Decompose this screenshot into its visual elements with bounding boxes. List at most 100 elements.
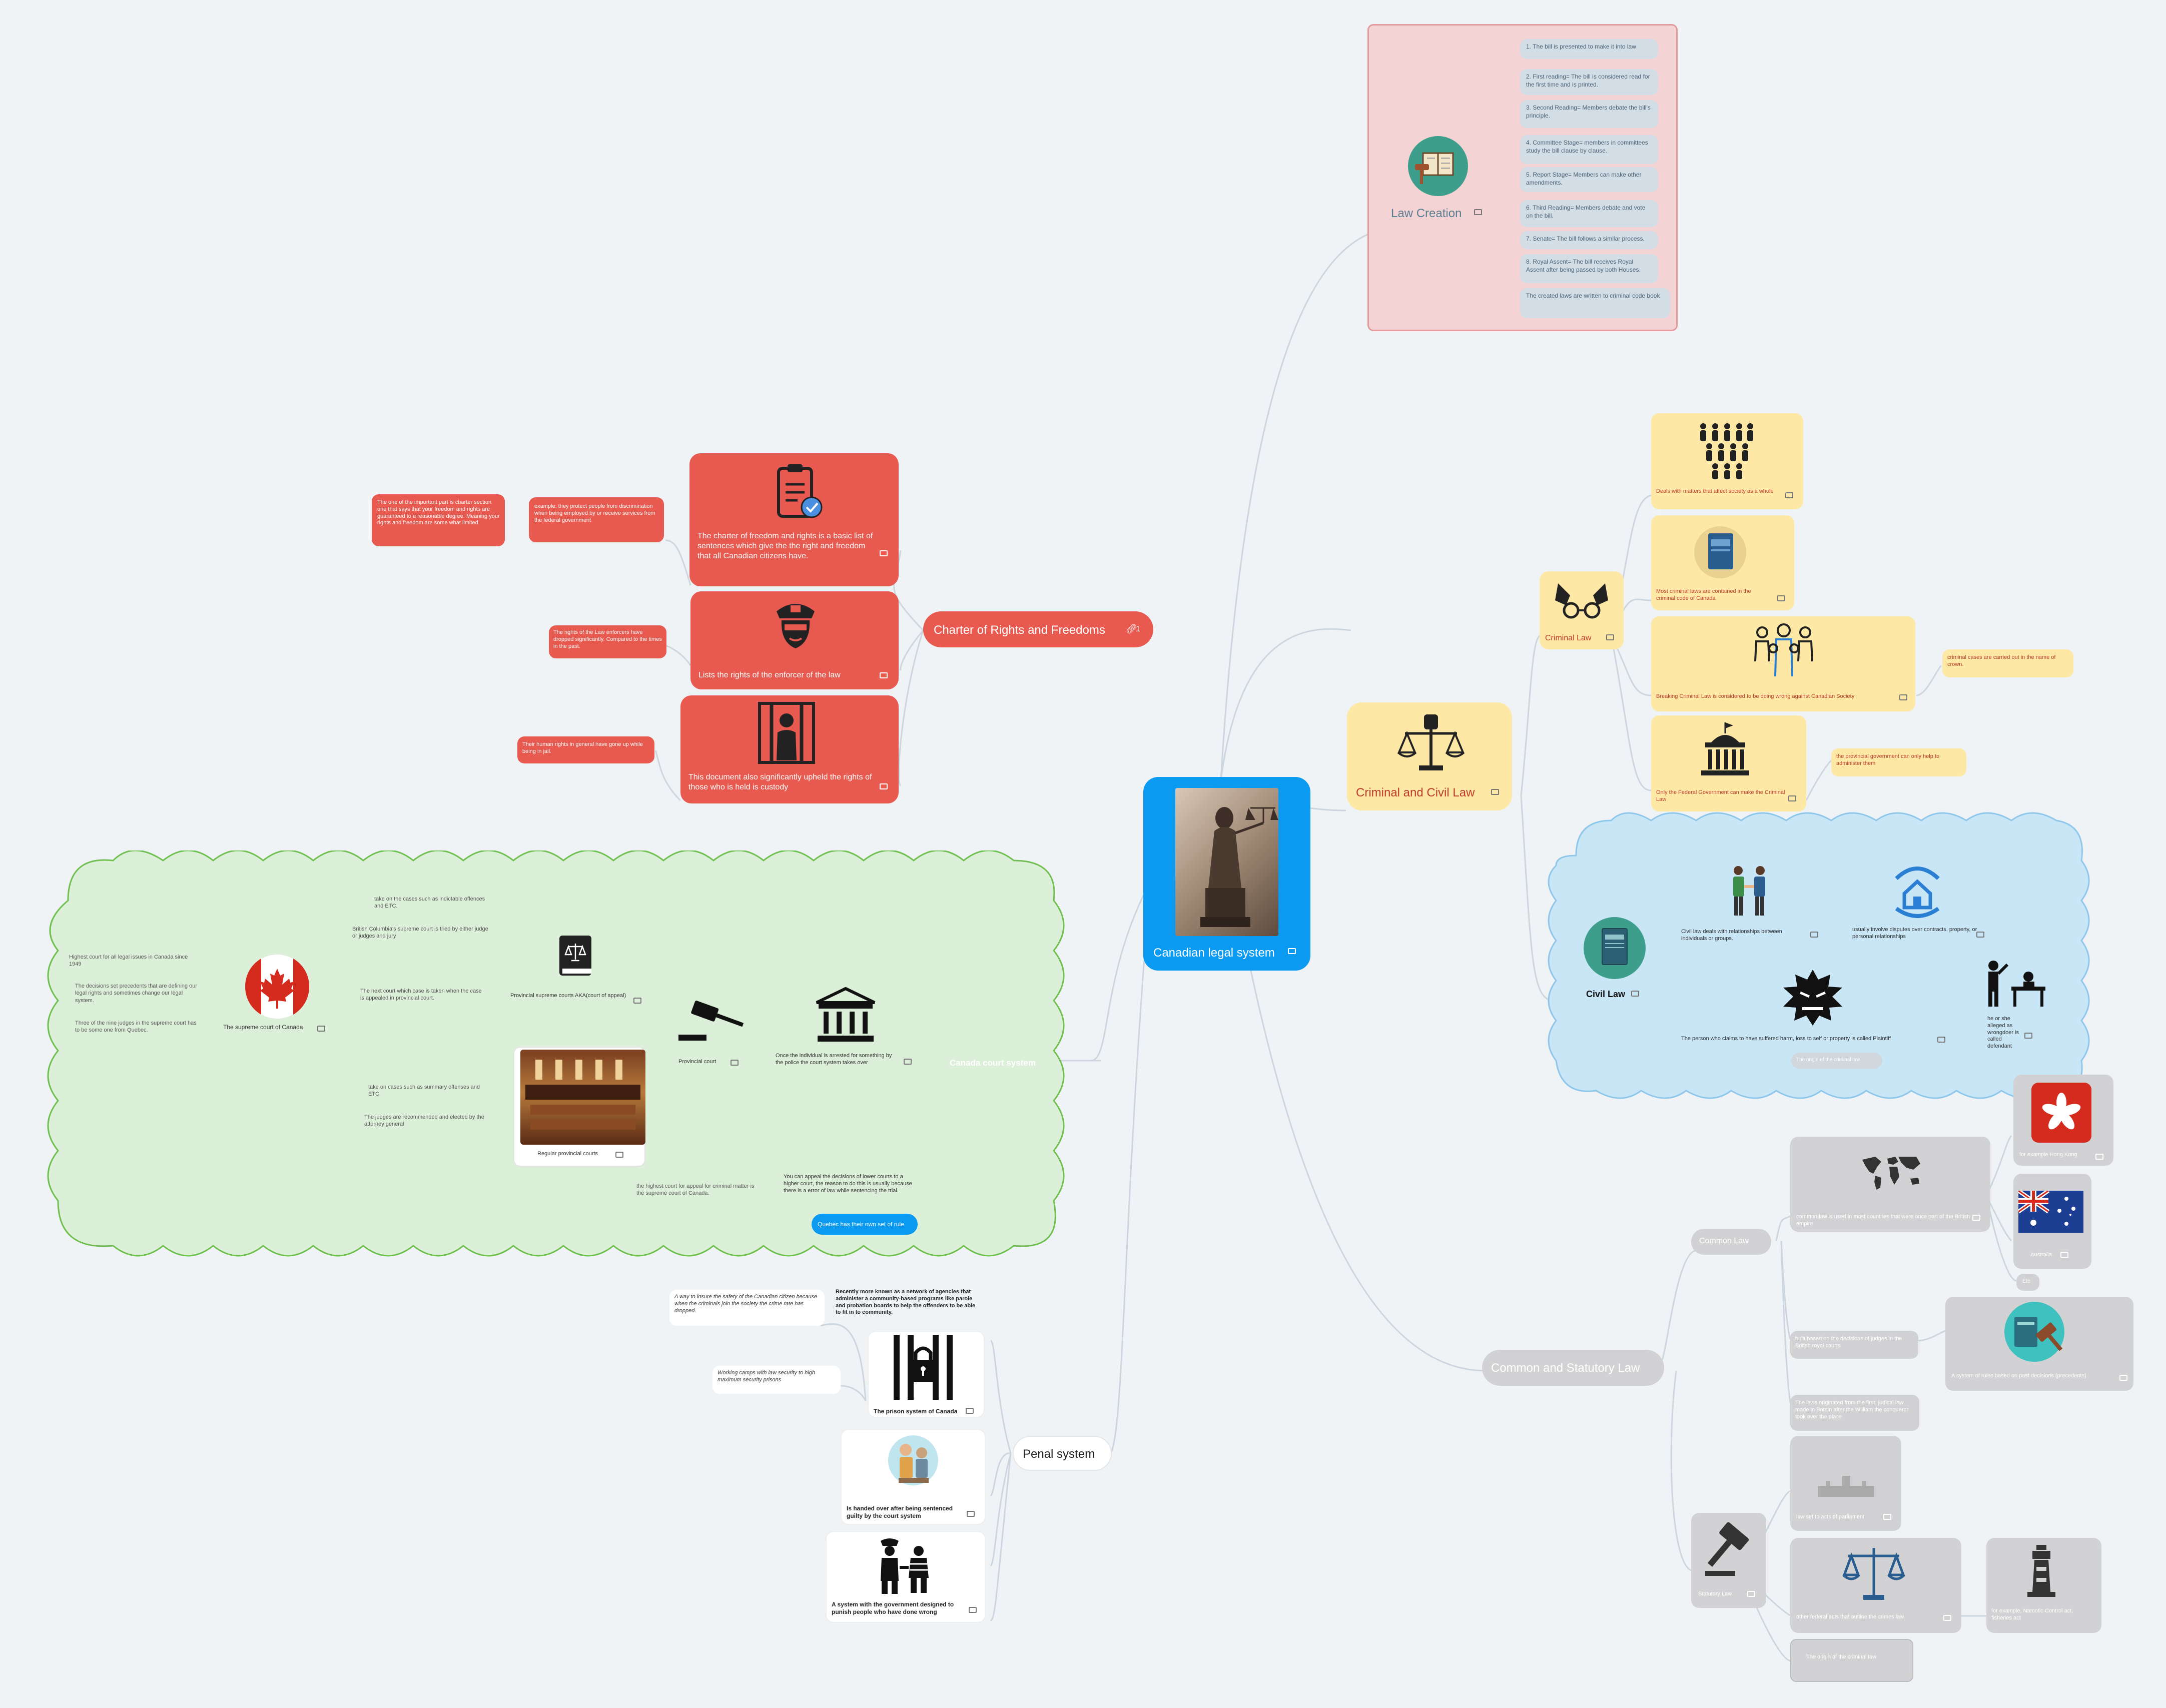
provincial-supreme-note-2: British Columbia's supreme court is trie… (352, 926, 488, 940)
provincial-supreme-note-1: take on the cases such as indictable off… (374, 896, 485, 910)
law-book-icon (1408, 136, 1468, 196)
image-icon (1883, 1514, 1891, 1520)
image-icon (1474, 209, 1482, 215)
link-icon: 🔗︎ (1126, 624, 1137, 634)
charter-node[interactable] (923, 611, 1153, 647)
image-icon (966, 1408, 974, 1414)
image-icon (880, 672, 888, 678)
civil-origin-chip[interactable] (1791, 1053, 1882, 1069)
canada-flag-icon (245, 955, 310, 1019)
law-creation-step: The created laws are written to criminal… (1520, 288, 1670, 318)
law-creation-step: 8. Royal Assent= The bill receives Royal… (1520, 254, 1658, 283)
image-icon (2060, 1252, 2068, 1258)
house-hands-icon (1895, 867, 1940, 918)
criminal-item-society-wrong (1651, 616, 1915, 711)
image-icon (1943, 1615, 1951, 1621)
lighthouse-icon (2027, 1545, 2055, 1597)
etc-text: Etc (2022, 1278, 2030, 1284)
common-origin-card (1790, 1395, 1919, 1431)
charter-title: Charter of Rights and Freedoms (934, 623, 1105, 637)
prison-note-3: Working camps with law security to high … (717, 1370, 816, 1383)
prisoner-guard-icon (888, 1435, 938, 1485)
criminal-item-society-text: Deals with matters that affect society a… (1656, 488, 1774, 494)
image-icon (1899, 694, 1907, 700)
courtroom-image (520, 1050, 645, 1145)
image-icon (1810, 932, 1818, 938)
image-icon (2024, 1033, 2032, 1039)
image-icon (1747, 1591, 1755, 1597)
charter-note-2 (372, 494, 505, 546)
criminal-province-note-text: the provincial government can only help … (1836, 753, 1940, 766)
common-law-title: Common Law (1699, 1237, 1749, 1245)
criminal-civil-title: Criminal and Civil Law (1356, 786, 1475, 799)
criminal-crown-note (1942, 649, 2073, 677)
parliament-icon (1818, 1476, 1874, 1497)
civil-disputes-text: usually involve disputes over contracts,… (1852, 927, 1977, 940)
common-origin-text: The laws originated from the first. judi… (1795, 1400, 1909, 1420)
regular-note-1: take on cases such as summary offenses a… (368, 1084, 480, 1098)
world-map-icon (1862, 1157, 1920, 1190)
image-icon (615, 1152, 623, 1158)
law-creation-step: 5. Report Stage= Members can make other … (1520, 167, 1658, 192)
image-icon (969, 1607, 977, 1613)
image-icon (633, 998, 641, 1004)
appeal-text: You can appeal the decisions of lower co… (784, 1174, 912, 1194)
angry-face-icon (1783, 970, 1842, 1026)
criminal-item-code-text: Most criminal laws are contained in the … (1656, 588, 1751, 601)
prison-note-2: A way to insure the safety of the Canadi… (674, 1294, 818, 1314)
image-icon (731, 1060, 739, 1066)
hong-kong-text: for example Hong Kong (2019, 1152, 2077, 1158)
common-used-text: common law is used in most countries tha… (1796, 1214, 1970, 1227)
law-creation-step: 7. Senate= The bill follows a similar pr… (1520, 231, 1658, 249)
defendant-desk-icon (1988, 961, 2045, 1007)
charter-card-1[interactable] (689, 453, 899, 586)
court-system-title[interactable]: Canada court system (950, 1058, 1036, 1068)
prison-note-3-card (712, 1366, 841, 1394)
courthouse-icon (816, 987, 876, 1042)
image-icon (1288, 948, 1296, 954)
police-officer-icon (777, 604, 815, 648)
government-building-icon (1701, 722, 1749, 775)
prison-bars-lock-icon (894, 1335, 953, 1400)
common-statutory-node[interactable] (1482, 1350, 1664, 1386)
criminal-law-title: Criminal Law (1545, 634, 1592, 642)
common-statutory-title: Common and Statutory Law (1491, 1361, 1640, 1375)
regular-note-2: The judges are recommended and elected b… (364, 1114, 484, 1128)
law-book-icon (1584, 917, 1646, 979)
australia-flag-icon (2018, 1191, 2083, 1233)
law-creation-step: 1. The bill is presented to make it into… (1520, 39, 1658, 59)
prison-text: The prison system of Canada (874, 1408, 958, 1415)
image-icon (880, 550, 888, 556)
charter-card-3-text: This document also significantly upheld … (688, 773, 872, 791)
statutory-law-title: Statutory Law (1698, 1591, 1732, 1597)
punish-card (826, 1531, 986, 1623)
penal-system-node[interactable] (1013, 1436, 1112, 1471)
image-icon (1937, 1037, 1945, 1043)
central-title[interactable]: Canadian legal system (1153, 946, 1275, 960)
image-icon (1972, 1215, 1980, 1221)
charter-card-1-text: The charter of freedom and rights is a b… (697, 532, 873, 560)
provincial-supreme-text: Provincial supreme courts AKA(court of a… (510, 993, 626, 999)
statutory-federal-text: other federal acts that outline the crim… (1796, 1614, 1904, 1620)
regular-provincial-text: Regular provincial courts (537, 1151, 598, 1157)
image-icon (1788, 795, 1796, 801)
gavel-icon (678, 1001, 744, 1041)
civil-defendant-text: he or she alleged as wrongdoer is called… (1987, 1016, 2019, 1049)
criminal-item-federal (1651, 715, 1806, 811)
scales-fist-icon (1397, 714, 1465, 770)
common-based-card (1790, 1331, 1918, 1359)
image-icon (904, 1059, 912, 1065)
common-law-node[interactable] (1691, 1229, 1771, 1255)
image-icon (2119, 1375, 2127, 1381)
supreme-court-text: The supreme court of Canada (223, 1024, 303, 1031)
handshake-icon (1733, 866, 1765, 916)
charter-note-2-text: The one of the important part is charter… (377, 499, 500, 526)
law-creation-step: 3. Second Reading= Members debate the bi… (1520, 100, 1658, 128)
statutory-federal-card (1790, 1538, 1961, 1633)
prisoner-icon (758, 702, 815, 764)
law-creation-title[interactable]: Law Creation (1391, 207, 1462, 220)
statutory-origin-chip[interactable] (1790, 1639, 1913, 1682)
civil-law-title[interactable]: Civil Law (1586, 989, 1626, 999)
image-icon (317, 1026, 325, 1032)
quebec-chip[interactable] (812, 1214, 918, 1235)
